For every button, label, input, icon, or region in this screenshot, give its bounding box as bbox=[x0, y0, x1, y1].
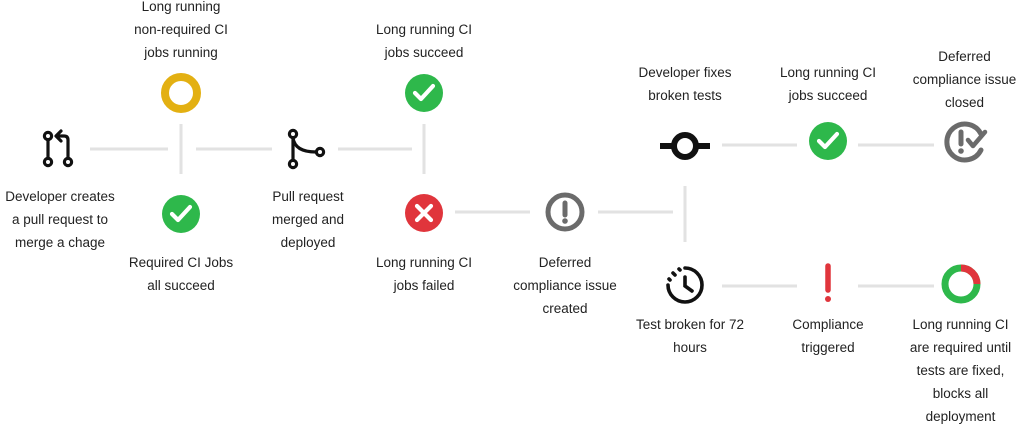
check-circle-icon bbox=[162, 195, 200, 233]
label-compliance-created: Deferred compliance issue created bbox=[513, 255, 617, 316]
label-dev-fixes: Developer fixes broken tests bbox=[638, 65, 732, 103]
label-long-succeed-2: Long running CI jobs succeed bbox=[779, 65, 877, 103]
label-nonreq-running: Long running non-required CI jobs runnin… bbox=[134, 0, 228, 60]
in-progress-ring-icon bbox=[161, 73, 201, 113]
label-long-succeed-1: Long running CI jobs succeed bbox=[375, 22, 473, 60]
label-compliance-triggered: Compliance triggered bbox=[792, 317, 864, 355]
check-circle-icon bbox=[405, 74, 443, 112]
clock-icon bbox=[666, 266, 704, 304]
exclamation-icon bbox=[825, 263, 831, 302]
connectors bbox=[90, 124, 934, 288]
label-compliance-closed: Deferred compliance issue closed bbox=[912, 49, 1017, 110]
label-merged: Pull request merged and deployed bbox=[271, 189, 345, 250]
git-commit-icon bbox=[660, 132, 710, 160]
partial-ring-icon bbox=[941, 264, 981, 304]
git-merge-icon bbox=[287, 128, 326, 170]
label-test-broken: Test broken for 72 hours bbox=[635, 317, 745, 355]
x-circle-icon bbox=[405, 194, 443, 232]
pull-request-icon bbox=[42, 129, 74, 168]
label-required-until-fixed: Long running CI are required until tests… bbox=[909, 317, 1012, 424]
label-long-failed: Long running CI jobs failed bbox=[375, 255, 473, 293]
label-req-succeed: Required CI Jobs all succeed bbox=[128, 255, 234, 293]
check-circle-icon bbox=[809, 122, 847, 160]
resolved-issue-icon bbox=[944, 121, 988, 163]
exclamation-circle-icon bbox=[545, 192, 585, 232]
label-pr-created: Developer creates a pull request to merg… bbox=[5, 189, 115, 250]
